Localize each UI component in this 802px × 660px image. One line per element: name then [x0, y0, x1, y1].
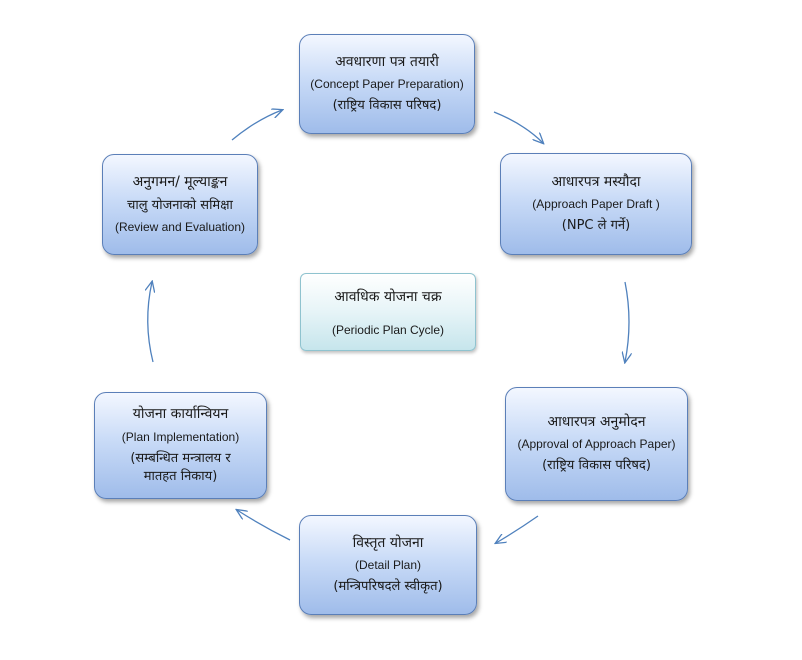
- node-plan-implementation-english: (Plan Implementation): [121, 429, 240, 444]
- node-review-evaluation-nepali: चालु योजनाको समिक्षा: [127, 197, 233, 213]
- center-subtitle: (Periodic Plan Cycle): [331, 323, 445, 337]
- node-plan-implementation-authority-2: मातहत निकाय): [143, 468, 218, 484]
- node-concept-paper-authority: (राष्ट्रिय विकास परिषद): [332, 98, 442, 114]
- node-approach-draft-english: (Approach Paper Draft ): [532, 197, 660, 212]
- node-approach-approval: आधारपत्र अनुमोदन (Approval of Approach P…: [505, 387, 688, 501]
- node-detail-plan-title: विस्तृत योजना: [352, 534, 424, 551]
- node-plan-implementation-title: योजना कार्यान्वियन: [132, 406, 229, 422]
- node-approach-draft-authority: (NPC ले गर्ने): [561, 218, 631, 234]
- node-review-evaluation: अनुगमन/ मूल्याङ्कन चालु योजनाको समिक्षा …: [102, 154, 258, 255]
- node-approach-draft-title: आधारपत्र मस्यौदा: [551, 173, 641, 190]
- node-detail-plan: विस्तृत योजना (Detail Plan) (मन्त्रिपरिष…: [299, 515, 477, 615]
- node-plan-implementation: योजना कार्यान्वियन (Plan Implementation)…: [94, 392, 267, 499]
- node-concept-paper: अवधारणा पत्र तयारी (Concept Paper Prepar…: [299, 34, 475, 134]
- arrow-review-to-concept: [231, 110, 282, 141]
- node-approach-approval-authority: (राष्ट्रिय विकास परिषद): [542, 458, 651, 474]
- arrow-implementation-to-review: [148, 282, 153, 363]
- node-concept-paper-english: (Concept Paper Preparation): [310, 77, 464, 92]
- arrow-detail-to-implementation: [237, 510, 291, 541]
- node-approach-approval-english: (Approval of Approach Paper): [517, 437, 676, 452]
- arrow-concept-to-draft: [493, 111, 543, 143]
- node-plan-implementation-authority-1: (सम्बन्धित मन्त्रालय र: [130, 450, 231, 466]
- node-detail-plan-english: (Detail Plan): [354, 558, 422, 573]
- arrow-approval-to-detail: [496, 515, 539, 543]
- node-detail-plan-authority: (मन्त्रिपरिषदले स्वीकृत): [333, 579, 443, 595]
- arrow-draft-to-approval: [625, 281, 629, 362]
- node-approach-draft: आधारपत्र मस्यौदा (Approach Paper Draft )…: [500, 153, 692, 255]
- node-review-evaluation-title: अनुगमन/ मूल्याङ्कन: [132, 174, 228, 191]
- node-review-evaluation-english: (Review and Evaluation): [114, 219, 246, 234]
- center-title: आवधिक योजना चक्र: [334, 289, 442, 305]
- node-concept-paper-title: अवधारणा पत्र तयारी: [335, 53, 439, 70]
- center-cycle-label: आवधिक योजना चक्र (Periodic Plan Cycle): [300, 273, 476, 351]
- node-approach-approval-title: आधारपत्र अनुमोदन: [547, 413, 646, 430]
